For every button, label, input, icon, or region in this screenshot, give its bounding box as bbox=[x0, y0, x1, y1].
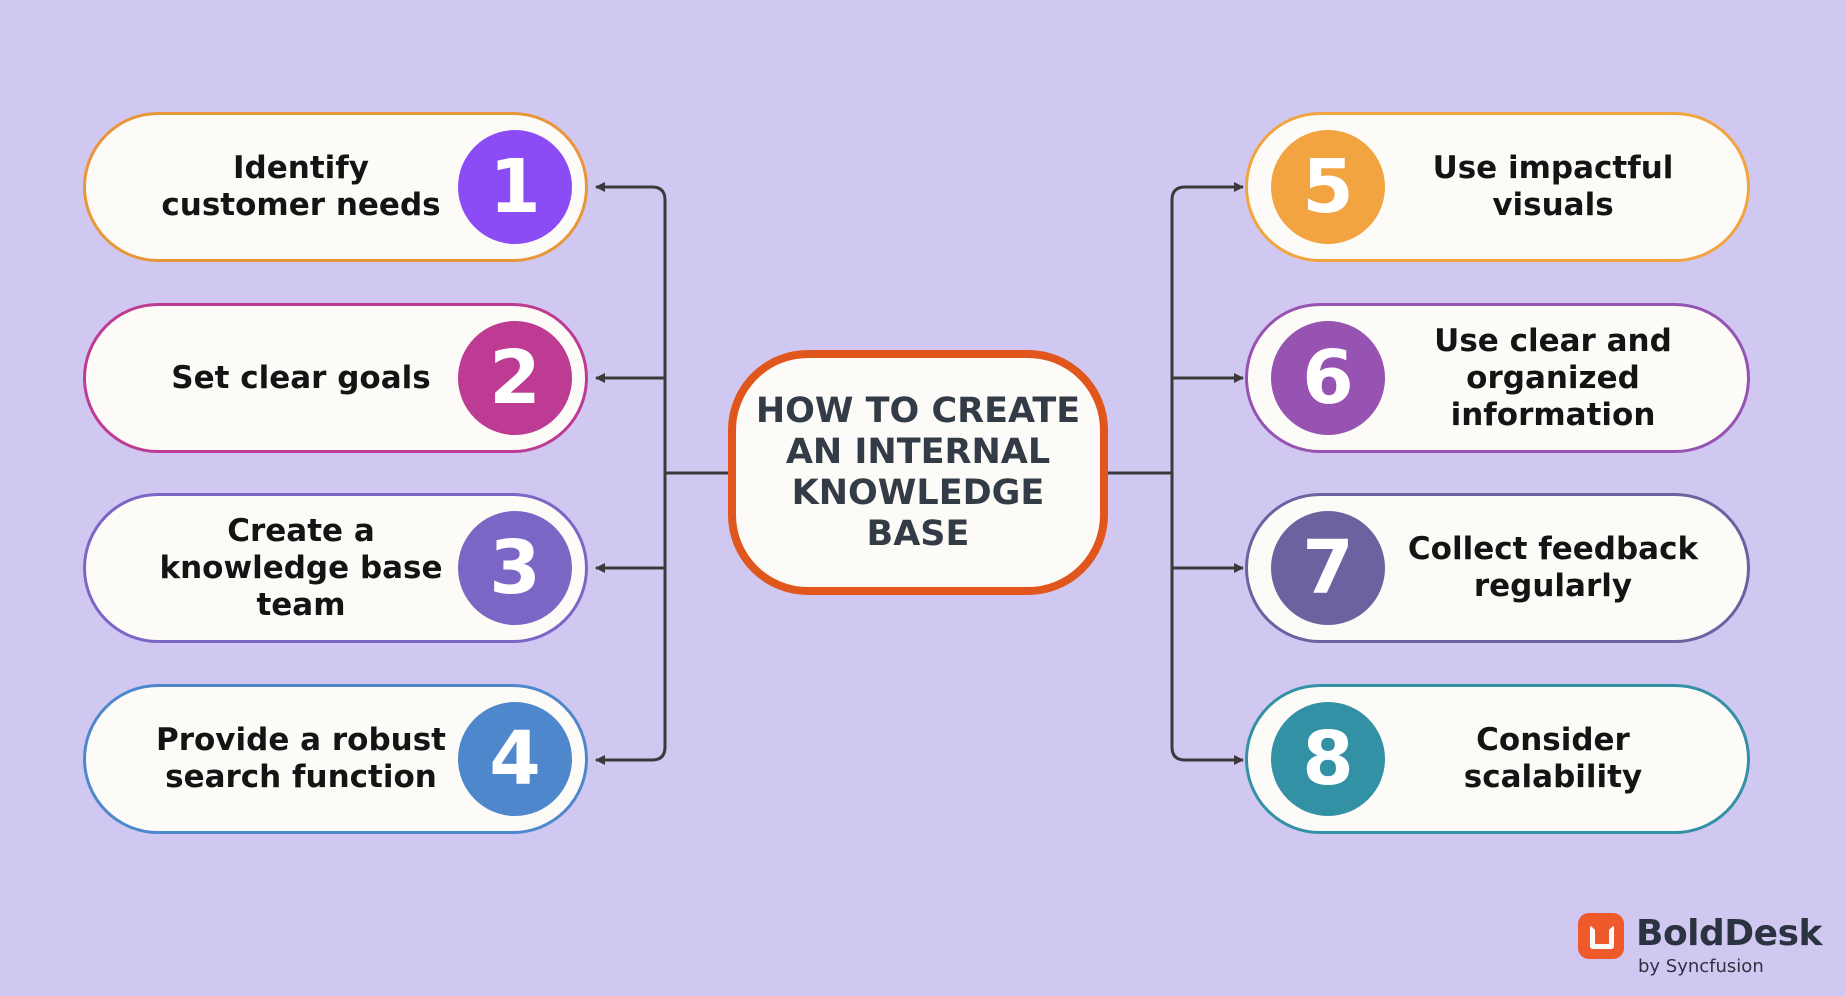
step-4-card: Provide a robust search function 4 bbox=[83, 684, 588, 834]
step-2-number: 2 bbox=[458, 321, 572, 435]
step-4-label: Provide a robust search function bbox=[156, 722, 446, 795]
brand-byline: by Syncfusion bbox=[1638, 956, 1764, 977]
center-title-box: HOW TO CREATE AN INTERNAL KNOWLEDGE BASE bbox=[728, 350, 1108, 595]
connector-to-step-1 bbox=[595, 182, 667, 201]
step-4-number: 4 bbox=[458, 702, 572, 816]
connector-to-step-5 bbox=[1170, 182, 1244, 201]
step-8-card: 8 Consider scalability bbox=[1245, 684, 1750, 834]
step-3-number: 3 bbox=[458, 511, 572, 625]
step-7-card: 7 Collect feedback regularly bbox=[1245, 493, 1750, 643]
step-3-label: Create a knowledge base team bbox=[159, 512, 443, 623]
step-8-label: Consider scalability bbox=[1463, 722, 1643, 795]
center-title: HOW TO CREATE AN INTERNAL KNOWLEDGE BASE bbox=[755, 390, 1081, 554]
step-5-number: 5 bbox=[1271, 130, 1385, 244]
step-7-label: Collect feedback regularly bbox=[1407, 531, 1699, 604]
step-6-label: Use clear and organized information bbox=[1434, 322, 1672, 433]
brand-name: BoldDesk bbox=[1636, 913, 1822, 954]
bolddesk-logo-icon bbox=[1578, 913, 1624, 959]
step-6-card: 6 Use clear and organized information bbox=[1245, 303, 1750, 453]
step-5-label: Use impactful visuals bbox=[1432, 150, 1674, 223]
step-1-label: Identify customer needs bbox=[161, 150, 441, 223]
step-5-card: 5 Use impactful visuals bbox=[1245, 112, 1750, 262]
step-7-number: 7 bbox=[1271, 511, 1385, 625]
bolddesk-logo: BoldDesk by Syncfusion bbox=[1578, 910, 1828, 980]
step-3-card: Create a knowledge base team 3 bbox=[83, 493, 588, 643]
connector-to-step-8 bbox=[1170, 746, 1244, 765]
connector-left-spine bbox=[651, 200, 667, 762]
step-2-label: Set clear goals bbox=[171, 359, 431, 396]
step-6-number: 6 bbox=[1271, 321, 1385, 435]
step-8-number: 8 bbox=[1271, 702, 1385, 816]
step-1-number: 1 bbox=[458, 130, 572, 244]
step-2-card: Set clear goals 2 bbox=[83, 303, 588, 453]
step-1-card: Identify customer needs 1 bbox=[83, 112, 588, 262]
